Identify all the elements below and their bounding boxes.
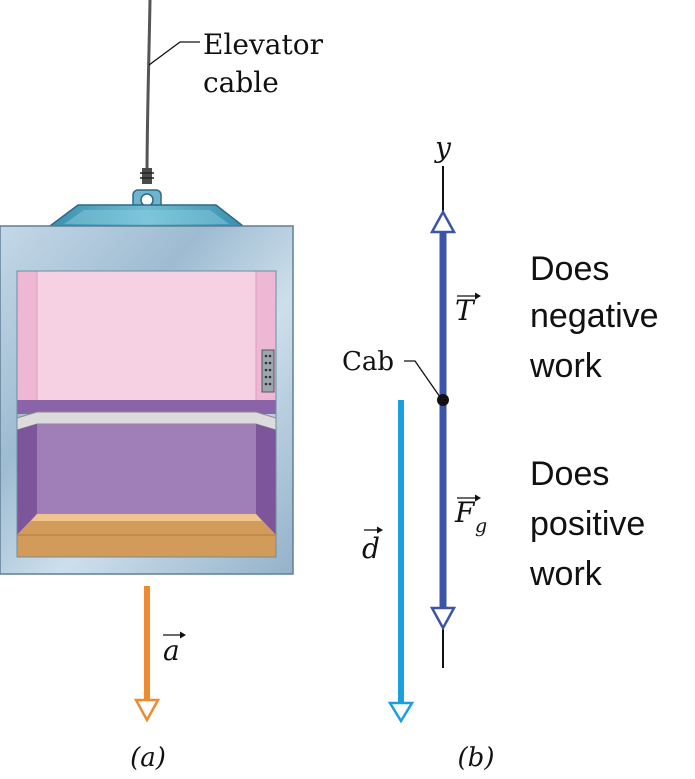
svg-text:work: work [529,347,603,385]
cab-lower-right-wall [256,424,276,535]
svg-text:positive: positive [530,505,645,543]
gravity-label: F g [454,494,487,537]
cab-left-wall [17,271,37,404]
tension-arrow [429,209,457,398]
cab-wall-band [17,400,276,414]
svg-text:work: work [529,555,603,593]
cab-label: Cab [342,347,394,377]
svg-text:a: a [163,634,180,667]
acceleration-arrow [133,586,161,723]
gravity-arrow [429,400,457,631]
panel-a-label: (a) [130,743,166,773]
acceleration-label: a [163,631,186,667]
cable-label-leader [148,41,200,66]
displacement-label: d [362,526,383,565]
cable-label-line2: cable [203,66,279,99]
cab-back-wall [17,271,276,404]
svg-text:d: d [362,532,380,565]
svg-text:negative: negative [530,297,659,335]
elevator-cab-illustration [0,0,294,575]
cab-label-leader [404,360,441,398]
y-axis-label: y [433,131,452,164]
tension-label: T [455,292,481,327]
svg-text:F: F [454,496,476,529]
cable-clamp [142,168,152,184]
elevator-cable [145,0,152,179]
svg-text:g: g [475,515,487,537]
svg-text:T: T [455,294,476,327]
displacement-arrow [387,400,415,724]
cab-lower-left-wall [17,424,37,535]
tension-work-statement: Does negative work [529,250,659,385]
gravity-work-statement: Does positive work [529,455,645,593]
cable-label-line1: Elevator [203,28,324,61]
cab-lower-back-wall [37,424,256,514]
panel-b-label: (b) [458,743,495,773]
elevator-button-panel-icon [261,349,275,393]
svg-text:Does: Does [530,455,609,493]
svg-text:Does: Does [530,250,609,288]
